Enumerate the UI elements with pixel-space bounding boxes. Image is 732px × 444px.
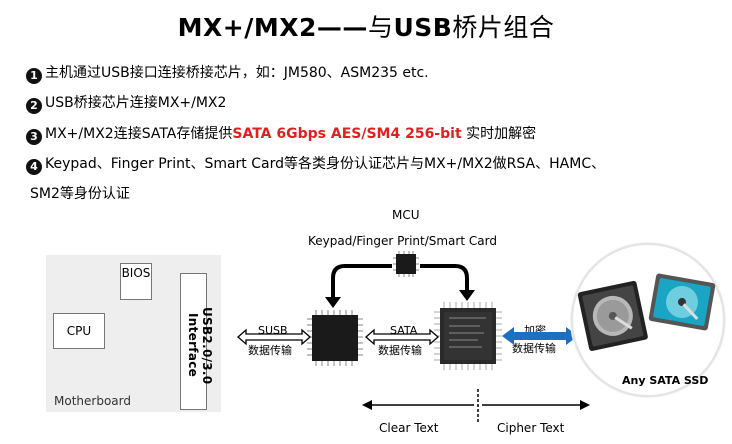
bullet-4-line2: SM2等身份认证 bbox=[30, 185, 130, 203]
bullet-number: 2 bbox=[26, 98, 42, 114]
mcu-subtitle: Keypad/Finger Print/Smart Card bbox=[308, 234, 497, 248]
usb-bridge-chip bbox=[307, 310, 363, 366]
bullet-number: 1 bbox=[26, 68, 42, 84]
page-title: MX+/MX2——与USB桥片组合 bbox=[0, 8, 732, 44]
bullet-text: 实时加解密 bbox=[461, 126, 537, 142]
arrow-head bbox=[362, 400, 372, 410]
clear-cipher-arrow bbox=[368, 389, 582, 422]
encrypt-double-arrow bbox=[502, 327, 578, 345]
mcu-to-bridge-arrow bbox=[331, 264, 392, 300]
bullet-text: USB桥接芯片连接MX+/MX2 bbox=[45, 95, 227, 111]
bios-box: BIOS bbox=[120, 263, 152, 300]
title-part: 与 bbox=[367, 13, 394, 42]
bios-label: BIOS bbox=[121, 266, 151, 280]
motherboard-label: Motherboard bbox=[54, 394, 131, 408]
title-part: USB bbox=[393, 13, 453, 42]
bullet-number: 4 bbox=[26, 159, 42, 175]
bullet-highlight: SATA 6Gbps AES/SM4 256-bit bbox=[232, 126, 462, 142]
arrow-head bbox=[325, 297, 341, 308]
bullet-text: Keypad、Finger Print、Smart Card等各类身份认证芯片与… bbox=[45, 156, 606, 172]
bullet-number: 3 bbox=[26, 129, 42, 145]
usb-interface-label: USB2.0/3.0 Interface bbox=[186, 306, 214, 385]
cipher-text-label: Cipher Text bbox=[497, 421, 565, 435]
cpu-box: CPU bbox=[53, 313, 105, 349]
encrypt-data-label: 数据传输 bbox=[512, 342, 556, 355]
mcu-title: MCU bbox=[392, 208, 420, 222]
ssd-image bbox=[570, 242, 726, 398]
ssd-label: Any SATA SSD bbox=[622, 374, 709, 387]
sata-data-label: 数据传输 bbox=[378, 344, 422, 357]
mx-chip bbox=[434, 302, 502, 370]
mcu-to-mx-arrow bbox=[420, 264, 469, 293]
sata-double-arrow bbox=[365, 328, 439, 346]
usb-interface-box: USB2.0/3.0 Interface bbox=[180, 273, 214, 410]
bullet-text: MX+/MX2连接SATA存储提供 bbox=[45, 126, 233, 142]
hdd-open-icon bbox=[648, 273, 716, 331]
motherboard-box: CPU BIOS USB2.0/3.0 Interface Motherboar… bbox=[46, 255, 221, 412]
susb-data-label: 数据传输 bbox=[248, 344, 292, 357]
arrow-head bbox=[459, 290, 475, 301]
clear-text-label: Clear Text bbox=[379, 421, 439, 435]
arrow-head bbox=[580, 400, 590, 410]
title-part: 桥片组合 bbox=[452, 13, 555, 42]
bullet-text: 主机通过USB接口连接桥接芯片，如：JM580、ASM235 etc. bbox=[45, 65, 429, 81]
hdd-icon bbox=[577, 280, 648, 351]
cpu-label: CPU bbox=[66, 324, 92, 338]
title-part: MX+/MX2—— bbox=[177, 13, 368, 42]
mcu-chip bbox=[393, 251, 419, 277]
bullet-text: SM2等身份认证 bbox=[30, 186, 130, 202]
susb-double-arrow bbox=[237, 328, 311, 346]
